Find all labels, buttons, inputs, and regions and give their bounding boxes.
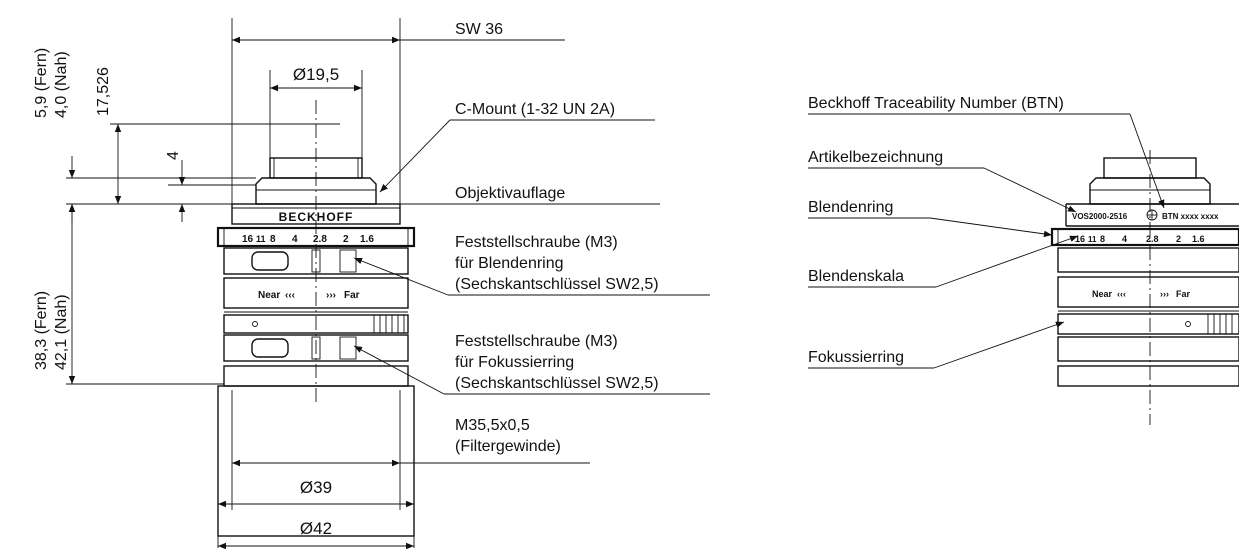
callout-fs2-l2: für Fokussierring [455,354,574,371]
aperture-scale-4: 2.8 [313,234,327,245]
callout-cmount-text: C-Mount (1-32 UN 2A) [455,101,615,118]
callout-blendenring: Blendenring [808,199,1053,238]
callout-m35-l1: M35,5x0,5 [455,417,530,434]
dim-d39: Ø39 [232,459,590,497]
filter-body [217,365,415,537]
focus-ring [223,314,409,362]
callout-btn: Beckhoff Traceability Number (BTN) [808,95,1165,209]
callout-fs1: Feststellschraube (M3) für Blendenring (… [353,234,710,296]
callout-cmount: C-Mount (1-32 UN 2A) [379,101,655,193]
dim-sw36: SW 36 [231,18,565,204]
dim-4: 4 [165,151,186,222]
callout-fs2-l1: Feststellschraube (M3) [455,333,618,350]
dim-d39-label: Ø39 [300,478,332,497]
left-view: BECKHOFF 16 11 8 4 2.8 2 1.6 Near ‹‹‹ ››… [33,18,710,550]
right-article-label: VOS2000-2516 [1072,212,1128,221]
callout-fokus-text: Fokussierring [808,349,904,366]
right-scale-1: 11 [1088,235,1097,244]
reference-lines [66,123,660,385]
right-focus-ring [1057,313,1239,387]
dim-4-label: 4 [165,151,182,160]
dim-nah-bot-label: 42,1 (Nah) [53,294,70,370]
dim-fern-top-label: 5,9 (Fern) [33,48,50,118]
callout-artikel-text: Artikelbezeichnung [808,149,943,166]
far-label: Far [344,290,360,301]
callout-fs1-l3: (Sechskantschlüssel SW2,5) [455,276,659,293]
right-scale-4: 2.8 [1146,234,1159,244]
callout-fs1-l1: Feststellschraube (M3) [455,234,618,251]
aperture-scale-2: 8 [270,234,276,245]
right-view: VOS2000-2516 BTN xxxx xxxx 16 11 8 4 2.8… [808,95,1239,425]
aperture-scale-0: 16 [242,234,254,245]
callout-blendenring-text: Blendenring [808,199,893,216]
right-far-arrows: ››› [1160,289,1169,299]
lens-brand: BECKHOFF [279,210,354,224]
right-far-label: Far [1176,289,1191,299]
callout-fs2: Feststellschraube (M3) für Fokussierring… [353,333,710,395]
dim-fern-bot-label: 38,3 (Fern) [33,291,50,370]
dim-fern-nah-top: 5,9 (Fern) 4,0 (Nah) [33,48,76,222]
right-middle-rings: Near ‹‹‹ ››› Far [1057,247,1239,312]
dim-17526: 17,526 [95,67,122,204]
callout-blendenskala: Blendenskala [808,235,1079,288]
right-btn-label: BTN xxxx xxxx [1162,212,1219,221]
dim-17526-label: 17,526 [95,67,112,116]
near-label: Near [258,290,280,301]
dim-d19-label: Ø19,5 [293,65,339,84]
far-arrows: ››› [326,290,336,301]
right-scale-6: 1.6 [1192,234,1205,244]
dim-d19: Ø19,5 [269,65,363,158]
callout-btn-text: Beckhoff Traceability Number (BTN) [808,95,1064,112]
aperture-scale-6: 1.6 [360,234,374,245]
dim-d42: Ø42 [217,500,415,550]
aperture-scale-3: 4 [292,234,298,245]
callout-objektiv: Objektivauflage [455,185,565,202]
dim-fern-nah-bottom: 38,3 (Fern) 42,1 (Nah) [33,204,76,384]
dim-sw36-label: SW 36 [455,21,503,38]
callout-m35: M35,5x0,5 (Filtergewinde) [455,417,561,455]
callout-fs2-l3: (Sechskantschlüssel SW2,5) [455,375,659,392]
callout-fokus: Fokussierring [808,321,1065,369]
lens-middle-rings: Near ‹‹‹ ››› Far [223,247,409,313]
right-near-arrows: ‹‹‹ [1117,289,1126,299]
callout-artikel: Artikelbezeichnung [808,149,1077,213]
right-scale-5: 2 [1176,234,1181,244]
right-aperture-ring: 16 11 8 4 2.8 2 1.6 [1050,227,1239,247]
near-arrows: ‹‹‹ [285,290,295,301]
aperture-scale-5: 2 [343,234,349,245]
aperture-ring: 16 11 8 4 2.8 2 1.6 [216,226,416,248]
callout-objektiv-text: Objektivauflage [455,185,565,202]
aperture-scale-1: 11 [256,234,266,244]
right-scale-0: 16 [1075,234,1085,244]
dim-nah-top-label: 4,0 (Nah) [53,51,70,118]
dim-d42-label: Ø42 [300,519,332,538]
right-scale-3: 4 [1122,234,1127,244]
right-scale-2: 8 [1100,234,1105,244]
right-near-label: Near [1092,289,1113,299]
callout-m35-l2: (Filtergewinde) [455,438,561,455]
callout-fs1-l2: für Blendenring [455,255,564,272]
callout-blendenskala-text: Blendenskala [808,268,904,285]
right-lens-top: VOS2000-2516 BTN xxxx xxxx [1065,157,1239,227]
